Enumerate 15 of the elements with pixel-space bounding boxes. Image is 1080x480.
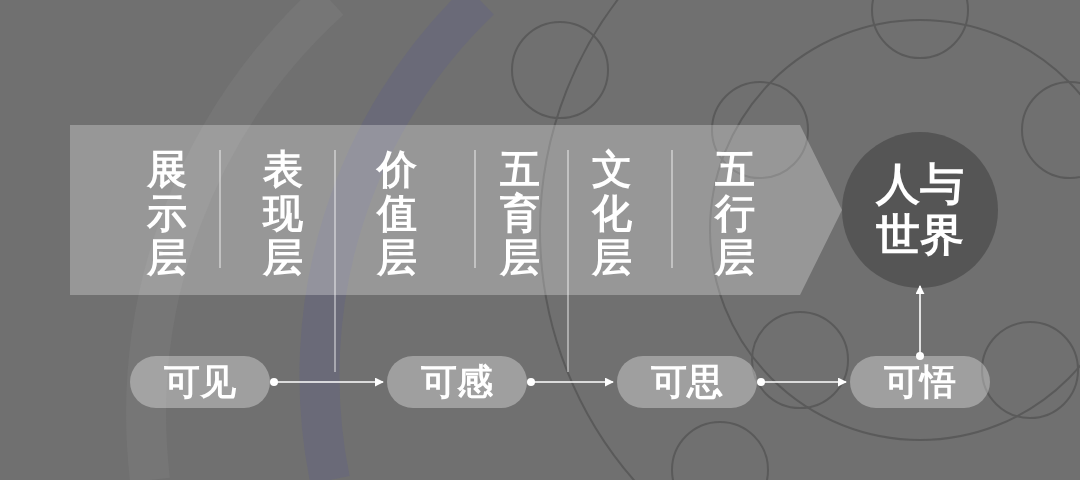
arrow (915, 285, 925, 360)
layer-label: 五行层 (715, 147, 755, 279)
circle-title: 人与世界 (874, 159, 965, 261)
stage-pill: 可思 (617, 356, 757, 408)
stage-pill: 可见 (130, 356, 270, 408)
layer-label: 文化层 (592, 147, 632, 279)
layer-label: 展示层 (147, 147, 187, 279)
layer-label: 表现层 (263, 147, 303, 279)
layer-label: 五育层 (500, 147, 540, 279)
stage-pill: 可感 (387, 356, 527, 408)
arrow (527, 377, 614, 387)
layer-label: 价值层 (377, 147, 417, 279)
arrow (270, 377, 384, 387)
arrow (757, 377, 847, 387)
stage-pill: 可悟 (850, 356, 990, 408)
